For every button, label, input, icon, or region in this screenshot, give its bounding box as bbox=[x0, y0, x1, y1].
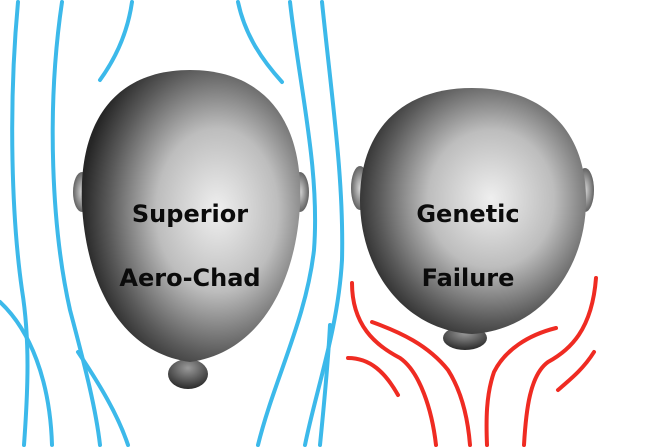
head-label-left: Superior Aero-Chad bbox=[100, 166, 280, 326]
label-line: Superior bbox=[131, 200, 249, 228]
airflow-line bbox=[318, 323, 332, 447]
label-line: Failure bbox=[421, 264, 515, 292]
airflow-line bbox=[50, 0, 102, 447]
airflow-line bbox=[556, 350, 596, 392]
airflow-line bbox=[76, 350, 130, 447]
airflow-line bbox=[10, 0, 30, 447]
airflow-line bbox=[370, 320, 472, 447]
label-line: Aero-Chad bbox=[119, 264, 261, 292]
head-skull bbox=[360, 88, 586, 334]
nose bbox=[168, 359, 208, 389]
airflow-line bbox=[236, 0, 284, 84]
head-left bbox=[73, 70, 309, 389]
airflow-line bbox=[0, 300, 54, 447]
airflow-lines-left bbox=[0, 0, 345, 447]
label-line: Genetic bbox=[416, 200, 520, 228]
airflow-line bbox=[484, 326, 558, 447]
airflow-line bbox=[346, 356, 400, 397]
head-label-right: Genetic Failure bbox=[378, 166, 558, 326]
airflow-lines-right bbox=[346, 276, 598, 447]
airflow-line bbox=[522, 276, 598, 447]
head-skull bbox=[81, 70, 301, 362]
airflow-line bbox=[350, 281, 438, 447]
airflow-line bbox=[303, 0, 345, 447]
head-right bbox=[351, 88, 594, 350]
airflow-line bbox=[98, 0, 134, 82]
airflow-line bbox=[256, 0, 318, 447]
